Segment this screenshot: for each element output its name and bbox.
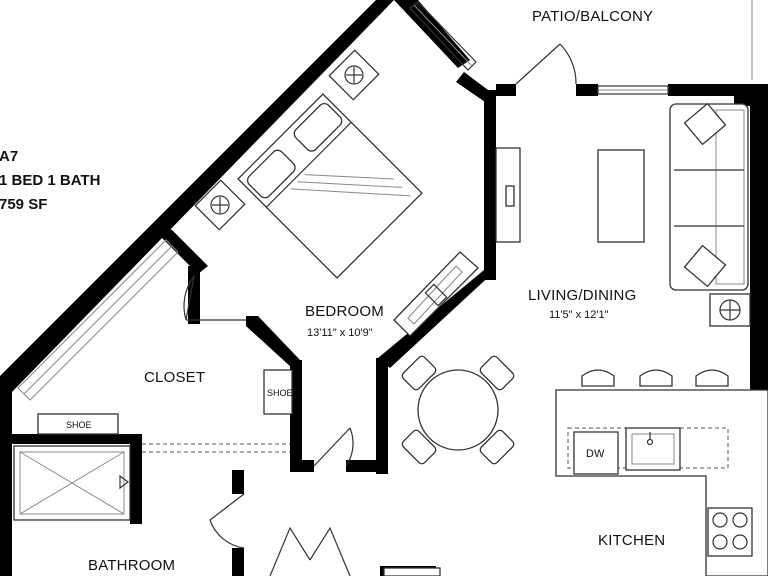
shower [13,445,131,521]
dining-table [401,355,515,465]
cooktop [707,507,753,557]
doors [183,43,577,576]
coffee-table [597,149,645,243]
bed [237,93,423,279]
windows [17,0,753,401]
unit-code: A7 [0,148,18,165]
shoe-shelf-label: SHOE [267,388,293,398]
unit-area: 759 SF [0,196,47,213]
dresser [393,251,479,337]
shoe-shelf-label: SHOE [66,420,92,430]
linen-shelf [383,567,441,576]
room-label-living: LIVING/DINING [528,287,636,304]
nightstand-lamp [194,49,380,231]
room-label-closet: CLOSET [144,369,205,386]
room-dims-bedroom: 13'11" x 10'9" [307,327,373,339]
tv-console [495,147,521,243]
room-label-bathroom: BATHROOM [88,557,175,574]
bar-stools [581,369,729,387]
unit-info: A7 1 BED 1 BATH 759 SF [0,148,100,213]
room-label-bedroom: BEDROOM [305,303,384,320]
room-label-kitchen: KITCHEN [598,532,665,549]
room-label-patio: PATIO/BALCONY [532,8,653,25]
unit-type: 1 BED 1 BATH [0,172,100,189]
sofa [669,102,749,291]
closet-shelves [37,369,293,453]
dishwasher-label: DW [586,448,605,460]
room-dims-living: 11'5" x 12'1" [549,309,609,321]
side-table-lamp [709,293,751,327]
